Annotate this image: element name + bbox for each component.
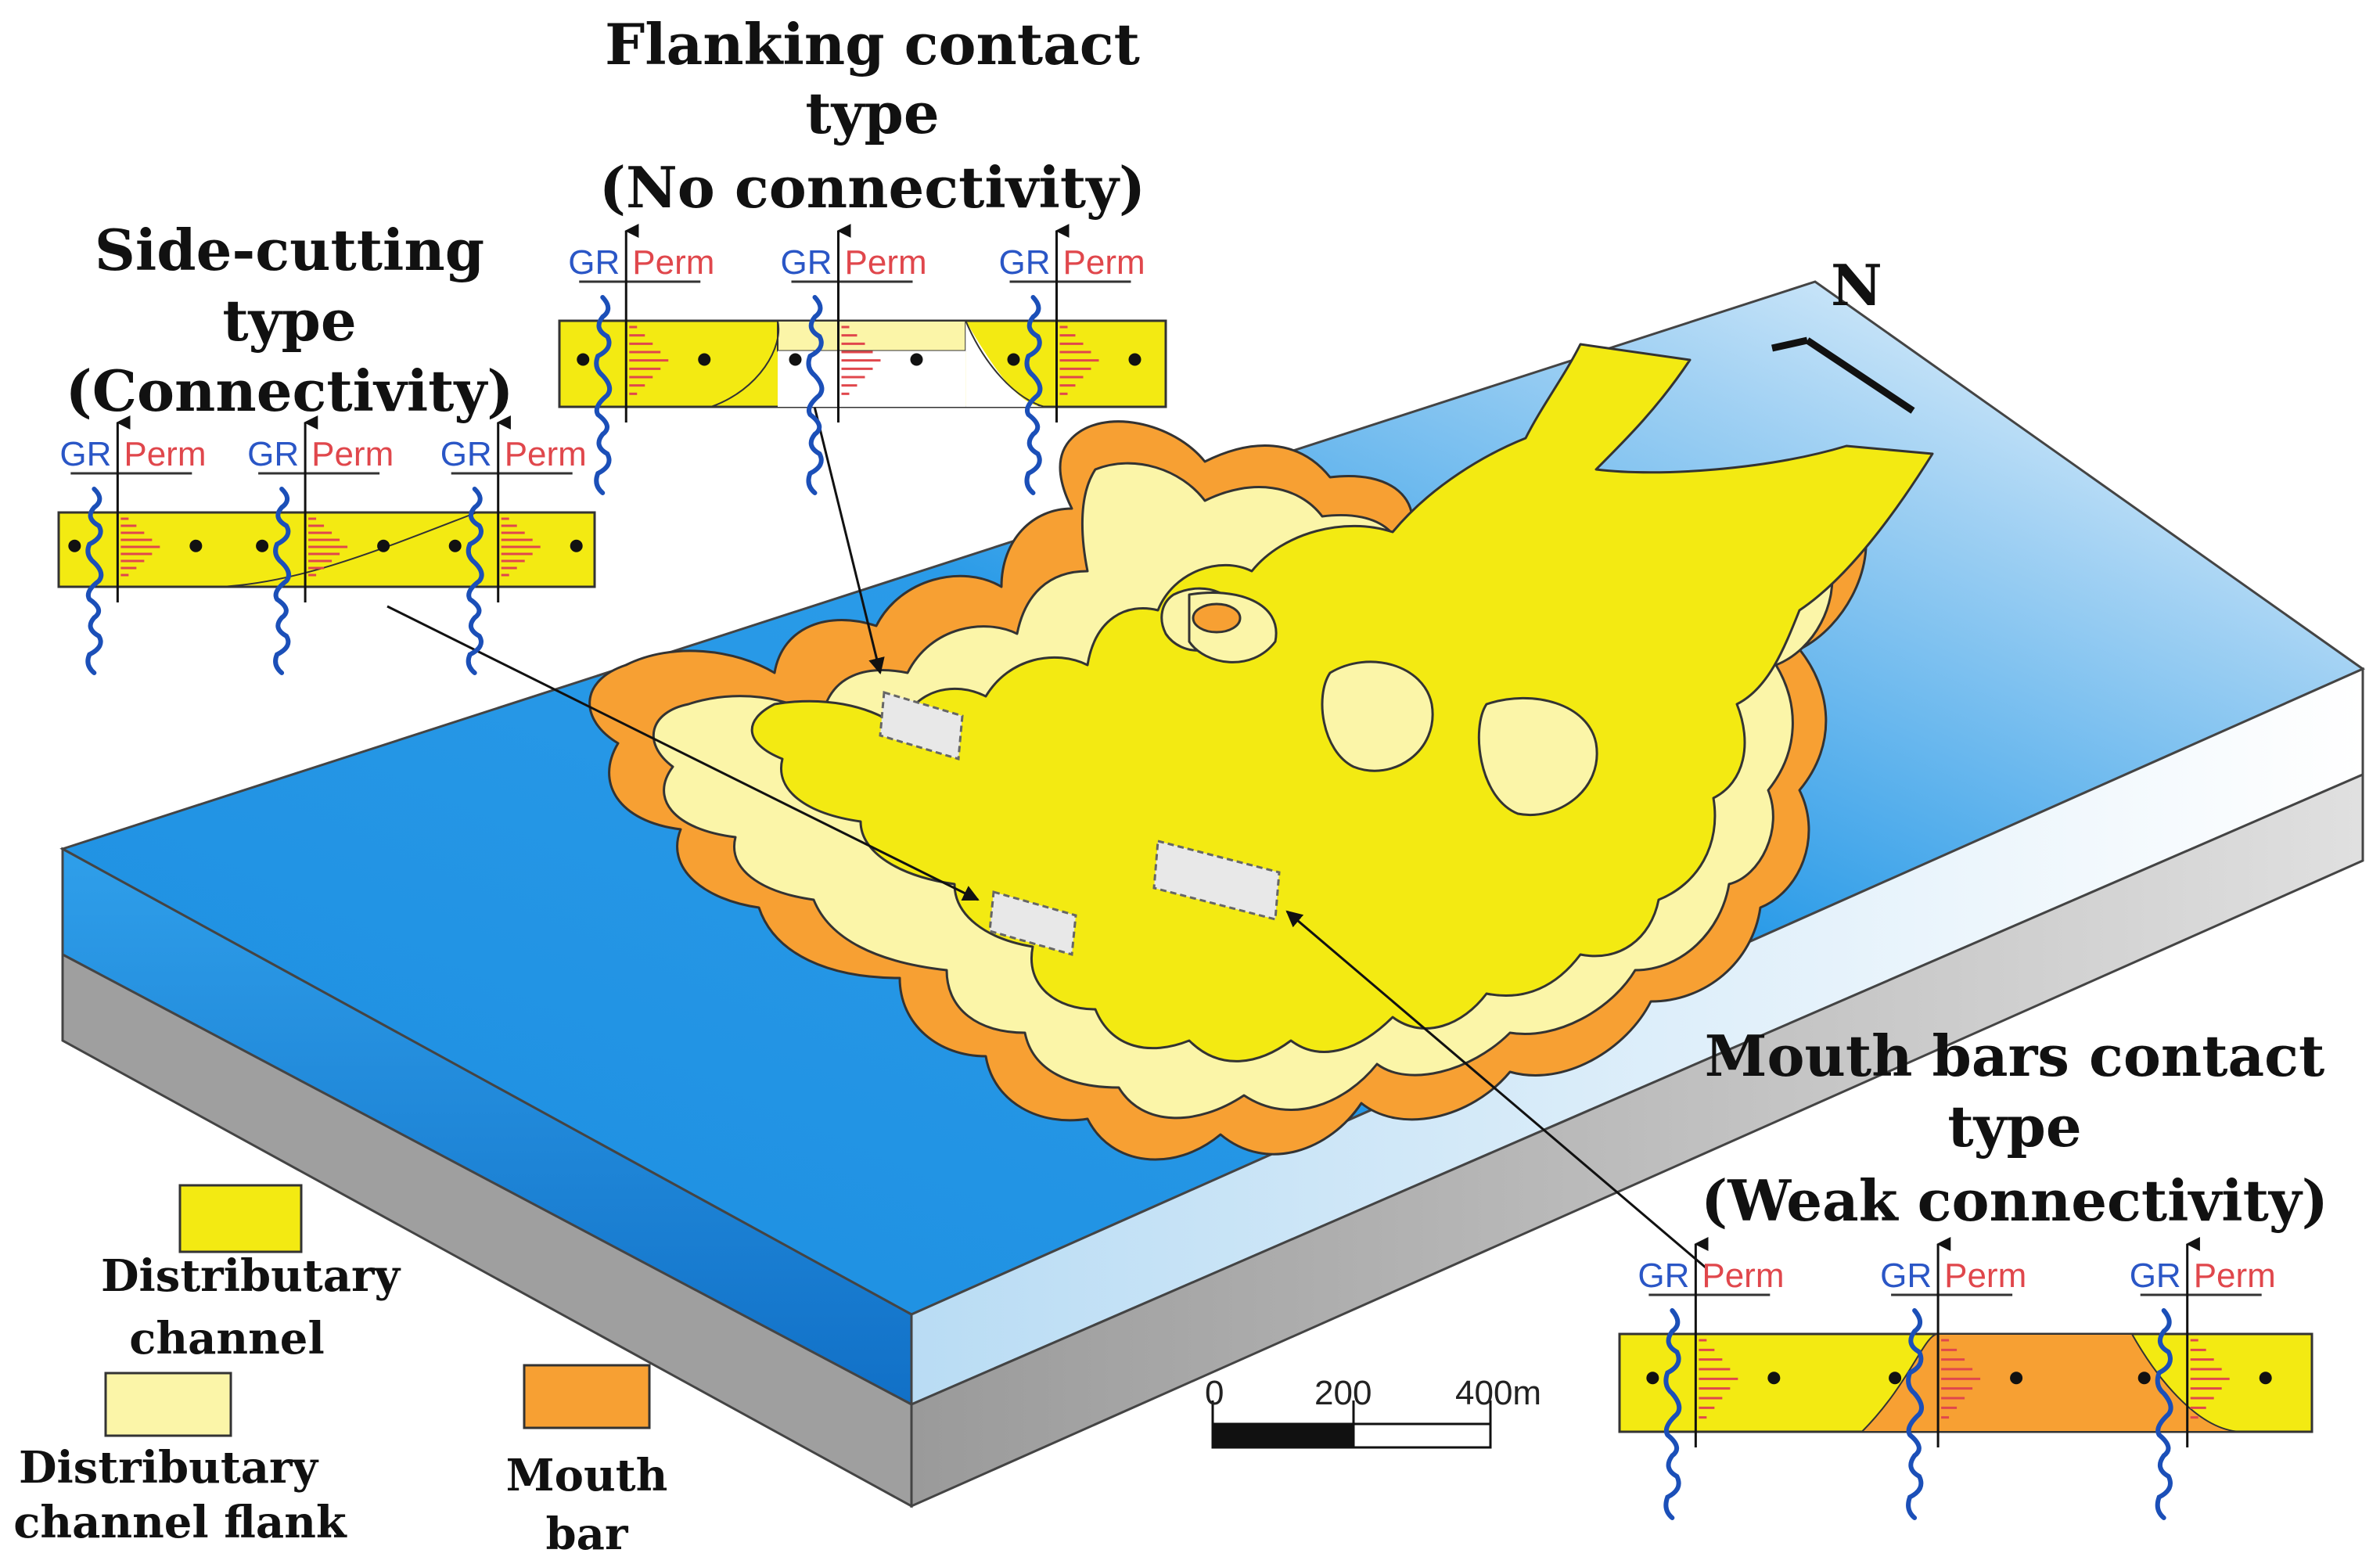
section-panel-mouth-bars-dot-b-0 <box>1767 1372 1781 1385</box>
section-panel-flanking-contact-right <box>965 320 1045 408</box>
section-panel-mouth-bars-dot-a-1 <box>1889 1372 1902 1385</box>
section-panel-side-cutting-gr-curve-0 <box>85 487 104 675</box>
section-panel-flanking-perm-label-0: Perm <box>632 243 714 282</box>
section-panel-flanking-gap-right <box>965 321 1044 407</box>
section-panel-flanking-dot-b-0 <box>698 353 711 366</box>
section-box-mouth-bars <box>1152 840 1281 921</box>
section-panel-mouth-bars-perm-label-0: Perm <box>1702 1257 1784 1295</box>
scale-bar-white <box>1352 1422 1492 1449</box>
section-panel-mouth-bars-dot-a-2 <box>2137 1372 2151 1385</box>
section-boxes <box>879 691 1281 956</box>
section-panel-flanking-gr-label-0: GR <box>568 243 620 282</box>
section-panel-side-cutting-dot-a-2 <box>448 539 462 552</box>
section-panel-mouth-bars-gr-curve-0 <box>1663 1308 1682 1520</box>
title-side-cutting-line-1: Side-cutting <box>95 217 484 283</box>
section-panel-mouth-bars: GR Perm GR Perm GR Perm <box>1618 1237 2313 1520</box>
section-panel-side-cutting-perm-label-1: Perm <box>311 435 394 473</box>
title-mouth-bars-line-2: type <box>1947 1093 2081 1160</box>
section-panel-side-cutting-dot-a-1 <box>256 539 269 552</box>
section-panel-flanking: GR Perm GR Perm GR Perm <box>558 224 1167 495</box>
legend: Distributary channel Distributary channe… <box>13 1184 668 1560</box>
scale-bar: 0 200 400m <box>1205 1374 1541 1449</box>
section-panel-flanking-dot-b-2 <box>1128 353 1141 366</box>
section-panel-side-cutting-gr-label-1: GR <box>247 435 299 473</box>
section-panel-flanking-dot-a-2 <box>1007 353 1020 366</box>
section-box-flanking <box>879 691 964 760</box>
section-panel-flanking-gr-label-2: GR <box>999 243 1051 282</box>
delta-deposits <box>588 343 1934 1161</box>
section-panel-flanking-gr-curve-2 <box>1024 295 1043 495</box>
section-panel-mouth-bars-dot-a-0 <box>1646 1372 1659 1385</box>
title-flanking-line-1: Flanking contact <box>605 11 1140 77</box>
section-panel-side-cutting-contact <box>219 512 477 588</box>
legend-label-mouth-1: Mouth <box>506 1450 668 1501</box>
section-panel-mouth-bars-gr-curve-1 <box>1906 1308 1924 1520</box>
section-panel-mouth-bars-dot-b-1 <box>2010 1372 2023 1385</box>
legend-swatch-flank <box>104 1372 232 1437</box>
section-panel-flanking-dot-a-1 <box>789 353 802 366</box>
title-side-cutting: Side-cutting type (Connectivity) <box>66 217 514 424</box>
section-panel-side-cutting-dot-b-2 <box>570 539 583 552</box>
section-panel-side-cutting-dot-b-0 <box>189 539 203 552</box>
scale-bar-black <box>1211 1422 1355 1449</box>
pointer-side-cutting <box>386 605 980 901</box>
north-arrow-line <box>1805 337 1915 414</box>
title-mouth-bars: Mouth bars contact type (Weak connectivi… <box>1701 1023 2328 1234</box>
section-panel-side-cutting-perm-label-0: Perm <box>124 435 206 473</box>
section-panel-flanking-flank-strip <box>777 320 967 352</box>
scale-label-0: 0 <box>1205 1374 1224 1412</box>
title-flanking-line-3: (No connectivity) <box>599 154 1145 221</box>
section-panel-flanking-gr-curve-1 <box>806 295 825 495</box>
legend-swatch-mouth <box>523 1364 651 1429</box>
section-panel-flanking-dot-b-1 <box>910 353 923 366</box>
section-panel-side-cutting-dot-a-0 <box>68 539 81 552</box>
section-panel-mouth-bars-perm-label-2: Perm <box>2194 1257 2276 1295</box>
title-side-cutting-line-2: type <box>222 287 356 354</box>
scale-label-200: 200 <box>1314 1374 1372 1412</box>
pointer-mouth-bars <box>1285 910 1706 1269</box>
section-panel-side-cutting-gr-label-2: GR <box>440 435 492 473</box>
section-panel-side-cutting-gr-label-0: GR <box>59 435 111 473</box>
section-panel-mouth-bars-dot-b-2 <box>2259 1372 2272 1385</box>
section-panel-mouth-bars-gr-label-2: GR <box>2130 1257 2181 1295</box>
north-label: N <box>1831 252 1882 318</box>
section-panel-side-cutting-perm-label-2: Perm <box>505 435 587 473</box>
section-panel-mouth-bars-gr-curve-2 <box>2155 1308 2173 1520</box>
title-flanking-line-2: type <box>805 80 939 146</box>
legend-label-flank-2: channel flank <box>13 1497 347 1548</box>
section-panel-flanking-perm-label-1: Perm <box>845 243 927 282</box>
section-panel-side-cutting: GR Perm GR Perm GR Perm <box>57 415 596 675</box>
legend-label-channel-1: Distributary <box>101 1250 401 1302</box>
legend-label-channel-2: channel <box>129 1313 324 1364</box>
scale-label-400: 400m <box>1455 1374 1541 1412</box>
section-panel-flanking-perm-label-2: Perm <box>1063 243 1145 282</box>
title-side-cutting-line-3: (Connectivity) <box>66 358 514 424</box>
section-panel-side-cutting-gr-curve-2 <box>466 487 484 675</box>
north-arrow-tip <box>1771 336 1808 352</box>
flank-island-2 <box>1321 660 1434 772</box>
title-flanking: Flanking contact type (No connectivity) <box>599 11 1145 221</box>
block-right-base <box>910 772 2364 1508</box>
legend-label-mouth-2: bar <box>546 1508 629 1560</box>
section-panel-side-cutting-dot-b-1 <box>377 539 390 552</box>
section-panel-mouth-bars-perm-label-1: Perm <box>1944 1257 2026 1295</box>
legend-swatch-channel <box>178 1184 303 1253</box>
title-mouth-bars-line-1: Mouth bars contact <box>1705 1023 2325 1089</box>
section-panel-mouth-bars-gr-label-0: GR <box>1638 1257 1689 1295</box>
mouth-bar-island <box>1192 602 1242 634</box>
section-panel-flanking-dot-a-0 <box>577 353 590 366</box>
flank-island-3 <box>1477 696 1598 816</box>
section-panel-flanking-gr-curve-0 <box>594 295 613 495</box>
legend-label-flank-1: Distributary <box>19 1442 319 1494</box>
section-panel-flanking-contact-left <box>710 320 780 408</box>
section-panel-side-cutting-band <box>57 511 596 588</box>
section-panel-side-cutting-gr-curve-1 <box>273 487 291 675</box>
section-box-side-cutting <box>988 890 1077 956</box>
section-panel-flanking-gr-label-1: GR <box>781 243 832 282</box>
north-arrow: N <box>1771 252 1915 414</box>
title-mouth-bars-line-3: (Weak connectivity) <box>1701 1167 2328 1234</box>
section-panel-mouth-bars-gr-label-1: GR <box>1880 1257 1932 1295</box>
